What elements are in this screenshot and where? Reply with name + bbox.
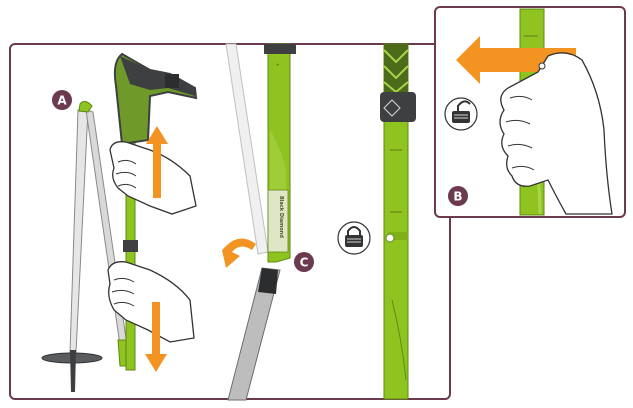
- rotate-arrow-icon: [222, 238, 256, 268]
- lower-hand: [107, 261, 195, 343]
- unlocked-padlock-icon: [444, 97, 478, 131]
- inset-b-group: + B: [444, 8, 613, 216]
- locked-padlock-icon: [337, 221, 371, 255]
- svg-text:B: B: [453, 190, 462, 204]
- step-a-badge: A: [52, 90, 72, 110]
- grey-lower-shaft: [227, 267, 281, 401]
- step-c-badge: C: [294, 252, 314, 272]
- inset-hand: [499, 52, 613, 215]
- insert-section-group: + Black Diamond C: [222, 43, 314, 401]
- locked-pole-group: [337, 43, 416, 400]
- svg-text:C: C: [300, 256, 309, 270]
- lock-collar: [380, 92, 416, 122]
- up-arrow-icon: [146, 126, 168, 198]
- down-arrow-icon: [145, 302, 167, 372]
- step-b-badge: B: [448, 186, 468, 206]
- svg-text:A: A: [57, 94, 67, 108]
- folded-pole-group: A: [41, 52, 198, 392]
- brand-label: Black Diamond: [278, 196, 284, 238]
- lock-button: [385, 233, 395, 243]
- svg-text:+: +: [276, 62, 279, 67]
